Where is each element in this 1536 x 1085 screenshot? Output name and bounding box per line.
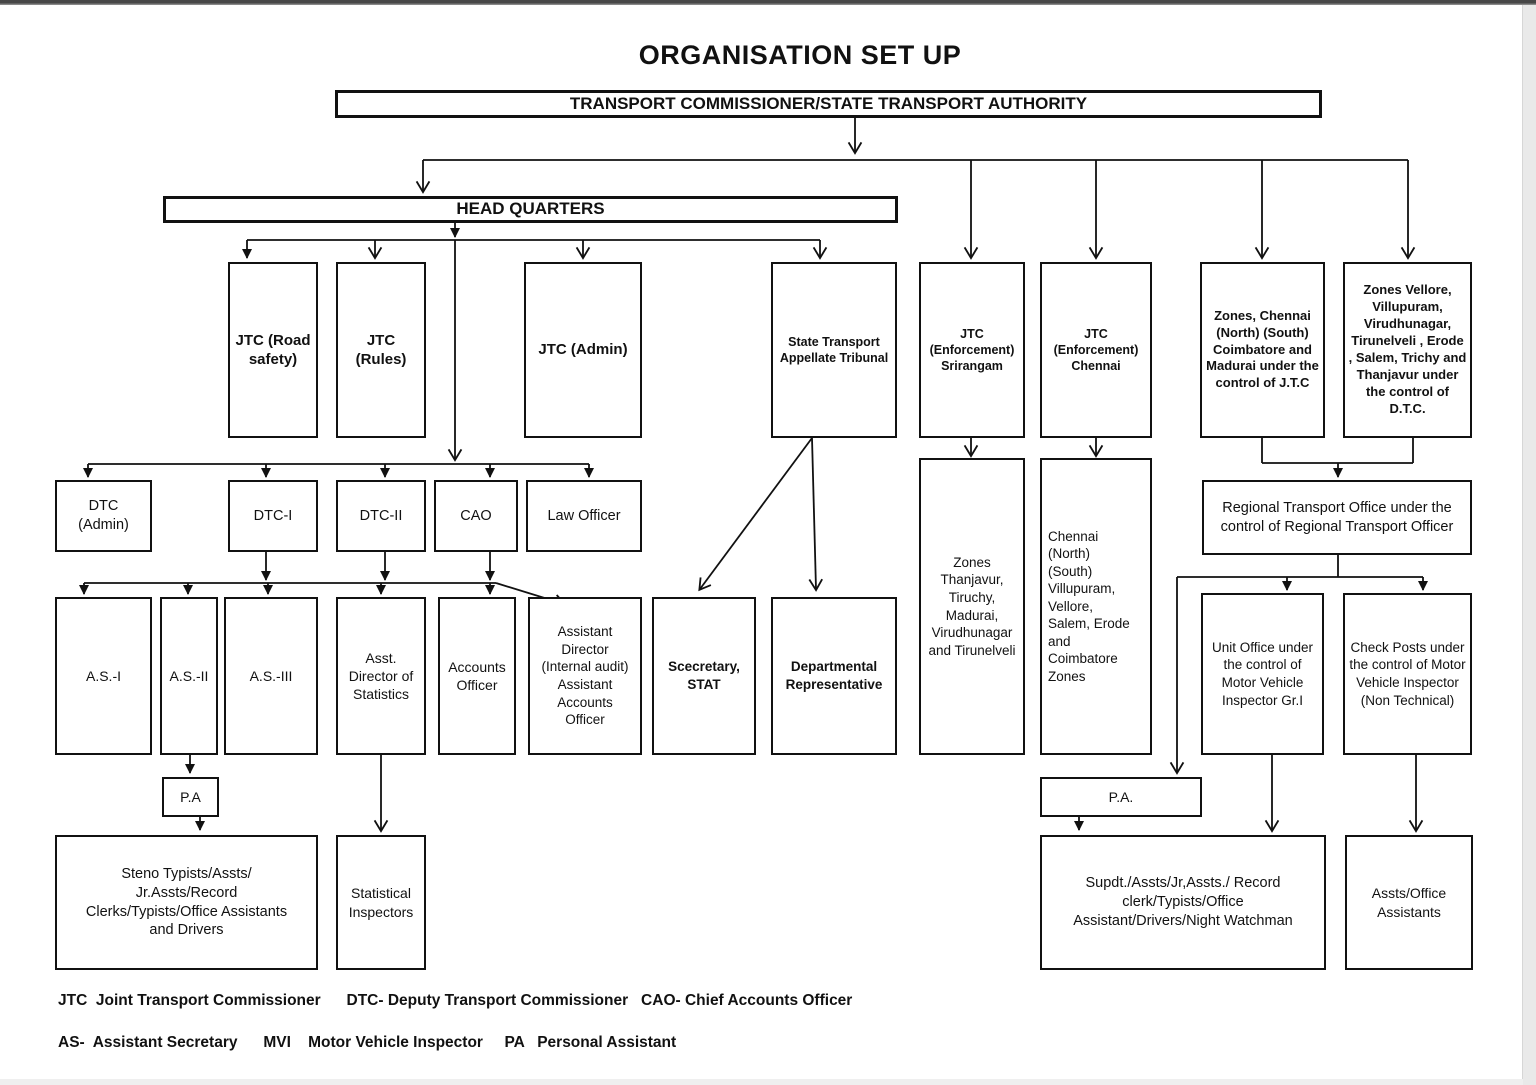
node-dtc-1: DTC-I <box>228 480 318 552</box>
node-assts-office-assistants: Assts/Office Assistants <box>1345 835 1473 970</box>
node-label-jtc-road-safety: JTC (Road safety) <box>235 331 311 369</box>
node-label-unit-office: Unit Office under the control of Motor V… <box>1211 639 1314 708</box>
node-steno-typists: Steno Typists/Assts/ Jr.Assts/Record Cle… <box>55 835 318 970</box>
node-label-supdt-group: Supdt./Assts/Jr,Assts./ Record clerk/Typ… <box>1073 875 1293 929</box>
node-transport-commissioner: TRANSPORT COMMISSIONER/STATE TRANSPORT A… <box>335 90 1322 118</box>
node-label-zones-chennai-group: Chennai (North) (South) Villupuram, Vell… <box>1048 528 1130 684</box>
node-label-asst-director-internal-audit: Assistant Director (Internal audit) Assi… <box>541 624 629 728</box>
node-label-departmental-representative: Departmental Representative <box>785 659 883 692</box>
node-dtc-admin: DTC (Admin) <box>55 480 152 552</box>
node-jtc-rules: JTC (Rules) <box>336 262 426 438</box>
node-label-statistical-inspectors: Statistical Inspectors <box>348 885 414 920</box>
node-pa-right: P.A. <box>1040 777 1202 817</box>
node-label-state-transport-appellate-tribunal: State Transport Appellate Tribunal <box>779 334 889 365</box>
node-label-steno-typists: Steno Typists/Assts/ Jr.Assts/Record Cle… <box>85 865 288 939</box>
node-label-zones-under-jtc: Zones, Chennai (North) (South) Coimbator… <box>1206 307 1319 391</box>
node-secretary-stat: Scecretary, STAT <box>652 597 756 755</box>
node-label-asst-director-statistics: Asst. Director of Statistics <box>348 649 414 703</box>
node-asst-director-internal-audit: Assistant Director (Internal audit) Assi… <box>528 597 642 755</box>
node-label-jtc-enforcement-srirangam: JTC (Enforcement) Srirangam <box>929 326 1015 374</box>
legend-line-2: AS- Assistant Secretary MVI Motor Vehicl… <box>58 1034 677 1051</box>
right-margin-strip <box>1522 5 1536 1085</box>
node-check-posts: Check Posts under the control of Motor V… <box>1343 593 1472 755</box>
node-label-assts-office-assistants: Assts/Office Assistants <box>1371 885 1447 920</box>
node-label-law-officer: Law Officer <box>547 507 621 524</box>
node-label-zones-under-dtc: Zones Vellore, Villupuram, Virudhunagar,… <box>1348 282 1467 416</box>
node-label-as-1: A.S.-I <box>85 667 121 684</box>
bottom-margin-strip <box>0 1079 1523 1085</box>
node-departmental-representative: Departmental Representative <box>771 597 897 755</box>
node-supdt-group: Supdt./Assts/Jr,Assts./ Record clerk/Typ… <box>1040 835 1326 970</box>
node-jtc-enforcement-srirangam: JTC (Enforcement) Srirangam <box>919 262 1025 438</box>
node-label-regional-transport-office: Regional Transport Office under the cont… <box>1220 499 1454 535</box>
node-as-3: A.S.-III <box>224 597 318 755</box>
top-border-bar <box>0 0 1536 5</box>
node-label-head-quarters: HEAD QUARTERS <box>456 199 605 219</box>
node-zones-thanjavur-group: Zones Thanjavur, Tiruchy, Madurai, Virud… <box>919 458 1025 755</box>
node-zones-chennai-group: Chennai (North) (South) Villupuram, Vell… <box>1040 458 1152 755</box>
node-regional-transport-office: Regional Transport Office under the cont… <box>1202 480 1472 555</box>
node-jtc-admin: JTC (Admin) <box>524 262 642 438</box>
node-jtc-road-safety: JTC (Road safety) <box>228 262 318 438</box>
node-label-dtc-1: DTC-I <box>253 507 293 524</box>
node-asst-director-statistics: Asst. Director of Statistics <box>336 597 426 755</box>
node-cao: CAO <box>434 480 518 552</box>
node-head-quarters: HEAD QUARTERS <box>163 196 898 223</box>
node-dtc-2: DTC-II <box>336 480 426 552</box>
legend-line-1: JTC Joint Transport Commissioner DTC- De… <box>58 992 853 1009</box>
node-unit-office: Unit Office under the control of Motor V… <box>1201 593 1324 755</box>
node-label-pa-right: P.A. <box>1108 788 1134 805</box>
node-law-officer: Law Officer <box>526 480 642 552</box>
node-label-cao: CAO <box>460 507 492 524</box>
node-zones-under-dtc: Zones Vellore, Villupuram, Virudhunagar,… <box>1343 262 1472 438</box>
node-pa-left: P.A <box>162 777 219 817</box>
node-label-dtc-2: DTC-II <box>359 507 403 524</box>
node-label-jtc-rules: JTC (Rules) <box>355 331 407 369</box>
node-as-1: A.S.-I <box>55 597 152 755</box>
node-accounts-officer: Accounts Officer <box>438 597 516 755</box>
node-label-jtc-admin: JTC (Admin) <box>538 341 628 359</box>
node-statistical-inspectors: Statistical Inspectors <box>336 835 426 970</box>
node-state-transport-appellate-tribunal: State Transport Appellate Tribunal <box>771 262 897 438</box>
node-zones-under-jtc: Zones, Chennai (North) (South) Coimbator… <box>1200 262 1325 438</box>
node-label-dtc-admin: DTC (Admin) <box>78 498 129 533</box>
node-as-2: A.S.-II <box>160 597 218 755</box>
node-jtc-enforcement-chennai: JTC (Enforcement) Chennai <box>1040 262 1152 438</box>
node-label-accounts-officer: Accounts Officer <box>448 658 506 693</box>
node-label-transport-commissioner: TRANSPORT COMMISSIONER/STATE TRANSPORT A… <box>569 93 1088 113</box>
node-label-as-3: A.S.-III <box>249 667 293 684</box>
node-label-as-2: A.S.-II <box>169 667 209 684</box>
node-label-pa-left: P.A <box>180 788 201 805</box>
node-label-jtc-enforcement-chennai: JTC (Enforcement) Chennai <box>1053 326 1139 374</box>
node-label-secretary-stat: Scecretary, STAT <box>668 659 740 692</box>
page-title: ORGANISATION SET UP <box>638 40 962 70</box>
node-label-check-posts: Check Posts under the control of Motor V… <box>1349 639 1466 708</box>
node-label-zones-thanjavur-group: Zones Thanjavur, Tiruchy, Madurai, Virud… <box>928 554 1016 658</box>
